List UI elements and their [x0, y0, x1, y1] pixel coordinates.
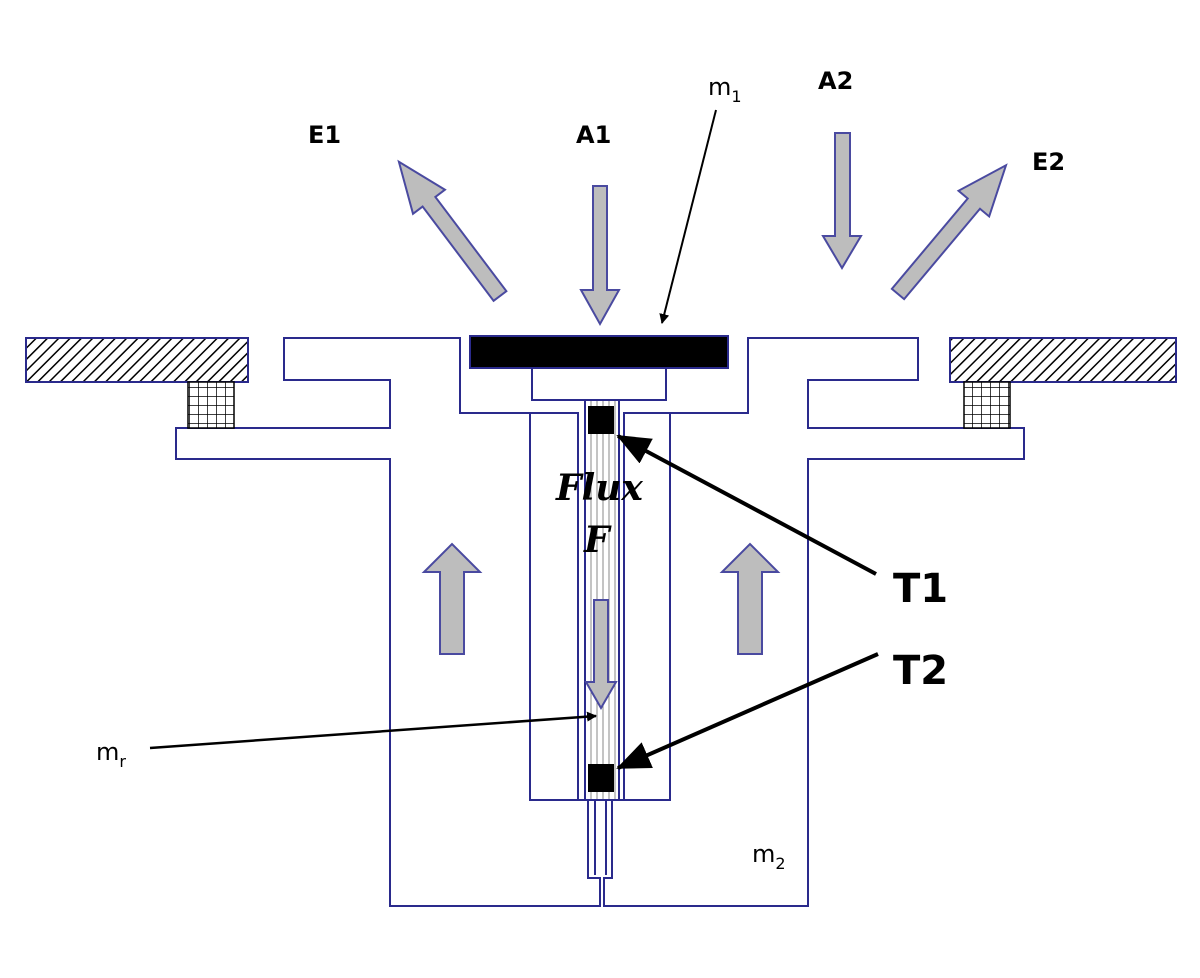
flux-arrow-left-up — [421, 542, 483, 655]
label-m1: m1 — [708, 73, 742, 106]
label-flux: Flux — [555, 467, 643, 509]
inner-cavity-left-wall — [529, 412, 579, 801]
thermocouple-t1-block — [588, 406, 614, 434]
label-e1: E1 — [308, 121, 341, 149]
flux-arrow-rod-down — [584, 599, 618, 711]
arrow-e2 — [890, 163, 1008, 301]
right-hatched-support — [949, 337, 1177, 383]
label-e2: E2 — [1032, 148, 1065, 176]
label-a2: A2 — [818, 67, 853, 95]
label-m2: m2 — [752, 840, 786, 873]
leader-t2 — [616, 652, 879, 770]
leader-m1 — [659, 109, 717, 324]
left-grid-insulator — [187, 381, 235, 429]
inner-cavity-right-wall — [623, 412, 671, 801]
sample-plate — [469, 335, 729, 369]
label-t2: T2 — [893, 648, 948, 694]
sample-holder-block — [531, 365, 667, 401]
arrow-e1 — [397, 159, 508, 303]
thermocouple-t2-block — [588, 764, 614, 792]
label-t1: T1 — [893, 566, 948, 612]
leader-t1 — [616, 434, 877, 576]
arrow-a1 — [579, 185, 621, 327]
label-mr: mr — [96, 738, 126, 771]
left-hatched-support — [25, 337, 249, 383]
label-a1: A1 — [576, 121, 611, 149]
right-grid-insulator — [963, 381, 1011, 429]
flux-arrow-right-up — [719, 542, 781, 655]
leader-mr — [149, 711, 597, 750]
label-flux-f: F — [583, 519, 612, 561]
arrow-a2 — [821, 132, 863, 270]
